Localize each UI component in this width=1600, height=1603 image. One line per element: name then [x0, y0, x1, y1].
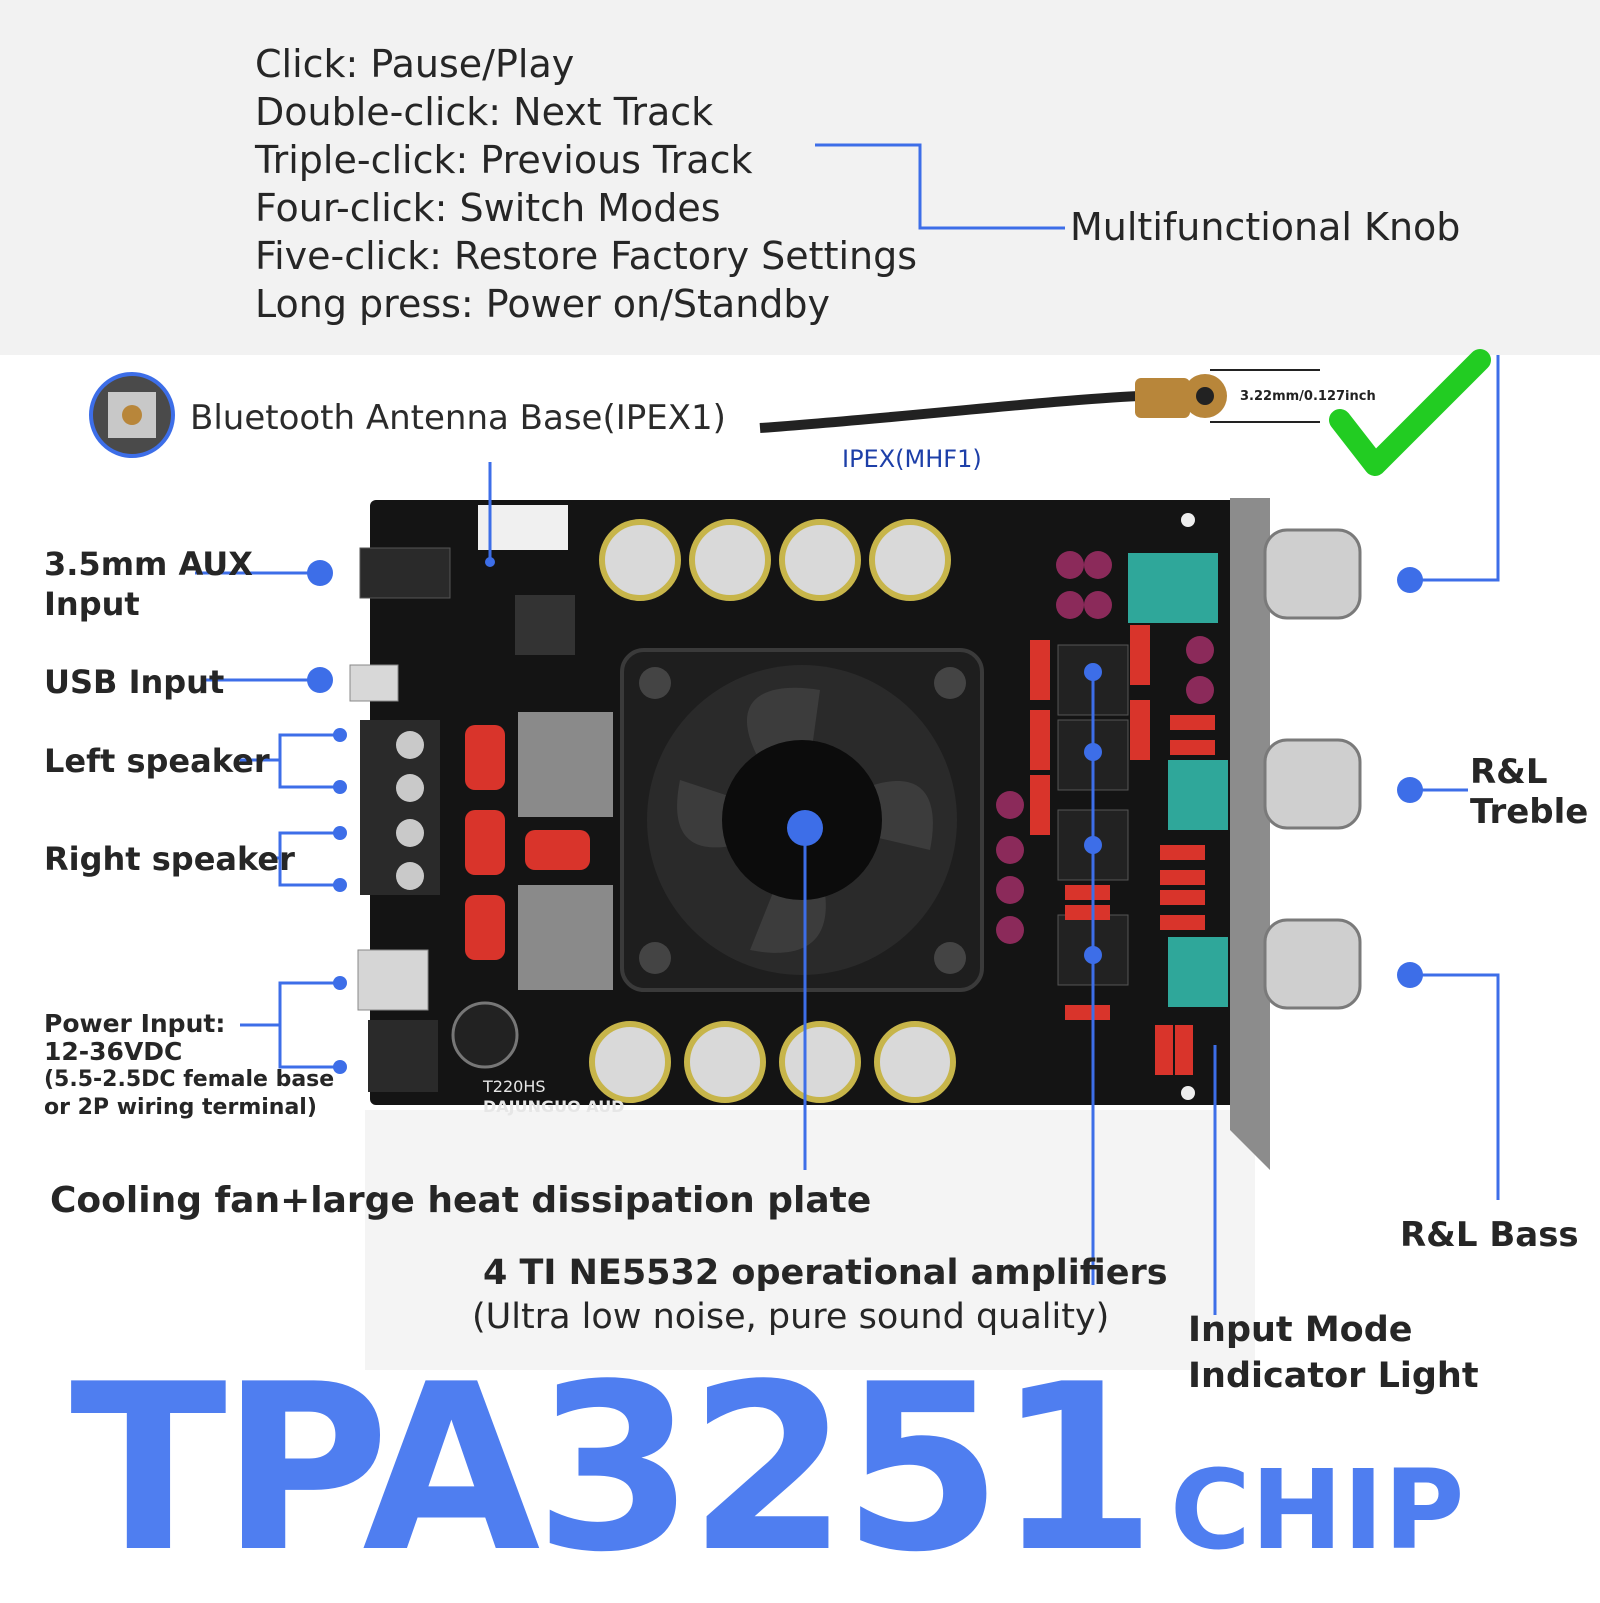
power-terminal [368, 1020, 438, 1092]
left-speaker-label: Left speaker [44, 742, 270, 780]
small-electrolytics [996, 551, 1214, 944]
antenna-connector-label: IPEX(MHF1) [842, 445, 982, 473]
power-label-line2: 12-36VDC [44, 1037, 183, 1066]
antenna-size-label: 3.22mm/0.127inch [1240, 389, 1376, 404]
inductor [518, 885, 613, 990]
antenna-base-icon [89, 372, 175, 458]
callout-lines [195, 143, 1500, 1315]
treble-label-line1: R&L [1470, 752, 1548, 792]
front-panel [1230, 498, 1270, 1170]
opamp-label-line2: (Ultra low noise, pure sound quality) [472, 1297, 1110, 1337]
power-label-line4: or 2P wiring terminal) [44, 1095, 317, 1120]
callout-dots [307, 557, 1423, 1074]
usb-label: USB Input [44, 663, 225, 701]
bass-label: R&L Bass [1400, 1215, 1579, 1255]
knob-mode-five-click: Five-click: Restore Factory Settings [255, 234, 918, 278]
bt-chip [515, 595, 575, 655]
antenna-base-label: Bluetooth Antenna Base(IPEX1) [190, 398, 726, 438]
board-brand-text: DAJUNGUO AUD [483, 1097, 625, 1116]
dc-barrel-socket [357, 949, 429, 1011]
cooling-fan [620, 648, 984, 992]
check-icon [1329, 349, 1491, 476]
knob-mode-four-click: Four-click: Switch Modes [255, 186, 721, 230]
board-reflection [365, 1110, 1255, 1370]
usb-port [349, 664, 399, 702]
power-label-line3: (5.5-2.5DC female base [44, 1067, 335, 1092]
cooling-label: Cooling fan+large heat dissipation plate [50, 1180, 872, 1221]
buzzer [451, 1001, 519, 1069]
top-banner [0, 0, 1600, 355]
inductor [518, 712, 613, 817]
opamp-label-line1: 4 TI NE5532 operational amplifiers [483, 1253, 1168, 1293]
chip-name-headline: TPA3251 [70, 1336, 1156, 1603]
mount-hole [1181, 513, 1195, 527]
aux-jack [359, 547, 451, 599]
aux-label-line1: 3.5mm AUX [44, 545, 253, 583]
right-speaker-label: Right speaker [44, 840, 295, 878]
power-label-line1: Power Input: [44, 1009, 226, 1038]
film-capacitors [465, 725, 590, 960]
bluetooth-module [478, 505, 568, 550]
knob-mode-click: Click: Pause/Play [255, 42, 575, 86]
top-capacitors [599, 519, 951, 601]
knob-mode-long-press: Long press: Power on/Standby [255, 282, 831, 326]
knob-label: Multifunctional Knob [1070, 205, 1461, 249]
knob-shaft [1263, 528, 1362, 1010]
antenna-cable [759, 369, 1320, 433]
indicator-label-line2: Indicator Light [1188, 1356, 1479, 1396]
indicator-label-line1: Input Mode [1188, 1310, 1413, 1350]
aux-label-line2: Input [44, 585, 140, 623]
bottom-capacitors [589, 1021, 956, 1103]
resistor-array [1030, 625, 1215, 1075]
knob-mode-triple-click: Triple-click: Previous Track [255, 138, 753, 182]
treble-label-line2: Treble [1470, 792, 1589, 832]
board-model-text: T220HS [483, 1077, 546, 1096]
speaker-terminal-block [360, 720, 440, 895]
chip-suffix-headline: CHIP [1170, 1446, 1465, 1574]
potentiometers [1128, 553, 1228, 1007]
knob-mode-double-click: Double-click: Next Track [255, 90, 714, 134]
mount-hole [1181, 1086, 1195, 1100]
